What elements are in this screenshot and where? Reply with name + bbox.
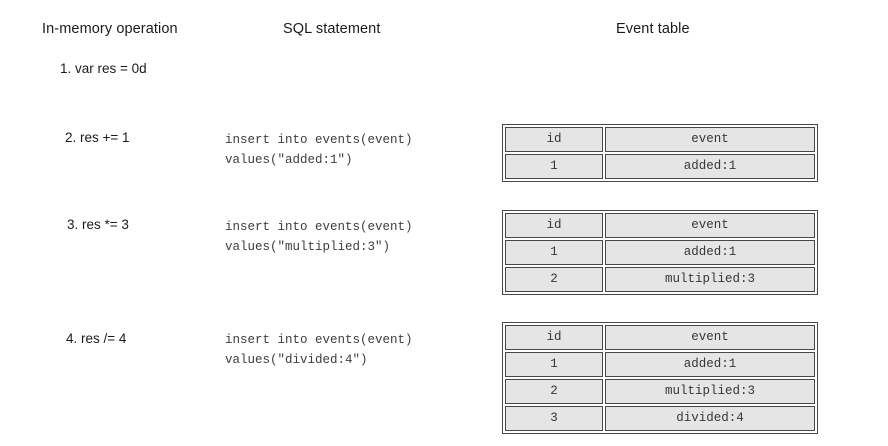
table-row: 1 added:1	[505, 240, 815, 265]
sql-line: insert into events(event)	[225, 133, 413, 147]
table-row: 2 multiplied:3	[505, 379, 815, 404]
cell-id: 3	[505, 406, 603, 431]
sql-statement-step-3: insert into events(event) values("multipl…	[225, 217, 413, 257]
cell-event: added:1	[605, 154, 815, 179]
sql-line: values("multiplied:3")	[225, 240, 391, 254]
table-row: 2 multiplied:3	[505, 267, 815, 292]
header-cell-event: event	[605, 213, 815, 238]
table-row: 1 added:1	[505, 154, 815, 179]
event-table-step-2: id event 1 added:1	[502, 124, 818, 182]
cell-event: divided:4	[605, 406, 815, 431]
header-cell-id: id	[505, 325, 603, 350]
header-cell-event: event	[605, 127, 815, 152]
operation-step-2: 2. res += 1	[65, 130, 130, 145]
cell-id: 1	[505, 352, 603, 377]
header-cell-id: id	[505, 127, 603, 152]
table-header-row: id event	[505, 127, 815, 152]
sql-line: values("added:1")	[225, 153, 353, 167]
operation-step-3: 3. res *= 3	[67, 217, 129, 232]
sql-line: insert into events(event)	[225, 220, 413, 234]
table-row: 1 added:1	[505, 352, 815, 377]
cell-id: 2	[505, 379, 603, 404]
cell-event: added:1	[605, 240, 815, 265]
table-header-row: id event	[505, 213, 815, 238]
header-cell-id: id	[505, 213, 603, 238]
event-table-step-3: id event 1 added:1 2 multiplied:3	[502, 210, 818, 295]
operation-step-4: 4. res /= 4	[66, 331, 127, 346]
sql-statement-step-2: insert into events(event) values("added:1…	[225, 130, 413, 170]
cell-id: 2	[505, 267, 603, 292]
table-header-row: id event	[505, 325, 815, 350]
column-header-in-memory-operation: In-memory operation	[42, 21, 178, 37]
cell-event: multiplied:3	[605, 379, 815, 404]
sql-line: values("divided:4")	[225, 353, 368, 367]
table-row: 3 divided:4	[505, 406, 815, 431]
cell-id: 1	[505, 240, 603, 265]
cell-event: multiplied:3	[605, 267, 815, 292]
sql-line: insert into events(event)	[225, 333, 413, 347]
column-header-sql-statement: SQL statement	[283, 21, 381, 37]
cell-event: added:1	[605, 352, 815, 377]
header-cell-event: event	[605, 325, 815, 350]
cell-id: 1	[505, 154, 603, 179]
operation-step-1: 1. var res = 0d	[60, 61, 147, 76]
sql-statement-step-4: insert into events(event) values("divided…	[225, 330, 413, 370]
column-header-event-table: Event table	[616, 21, 690, 37]
event-table-step-4: id event 1 added:1 2 multiplied:3 3 divi…	[502, 322, 818, 434]
